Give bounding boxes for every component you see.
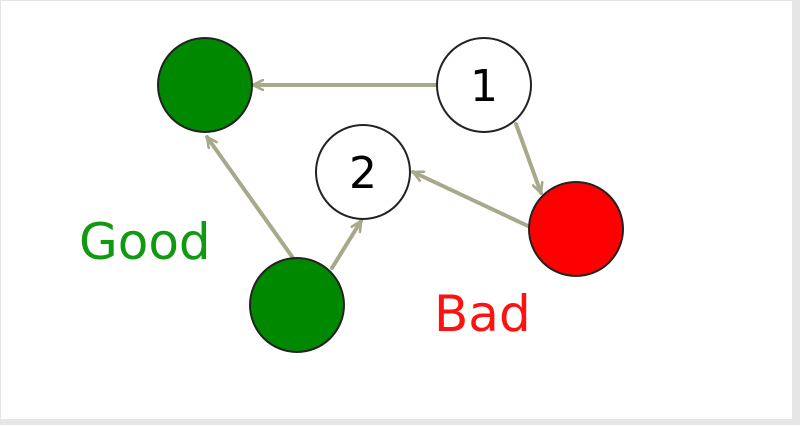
node-1-label: 1 xyxy=(470,61,498,112)
edge-1-to-red xyxy=(514,122,541,195)
edge-bottom-to-2 xyxy=(330,219,363,270)
edge-bottom-to-top-left xyxy=(205,135,295,260)
node-2-label: 2 xyxy=(349,148,377,199)
bottom-node xyxy=(249,257,345,353)
bad-label: Bad xyxy=(434,285,531,343)
top-left-node xyxy=(157,37,253,133)
node-1 xyxy=(436,37,532,133)
edge-red-to-2 xyxy=(411,170,530,228)
node-2 xyxy=(315,124,411,220)
good-label: Good xyxy=(79,213,211,271)
red-node xyxy=(528,181,624,277)
